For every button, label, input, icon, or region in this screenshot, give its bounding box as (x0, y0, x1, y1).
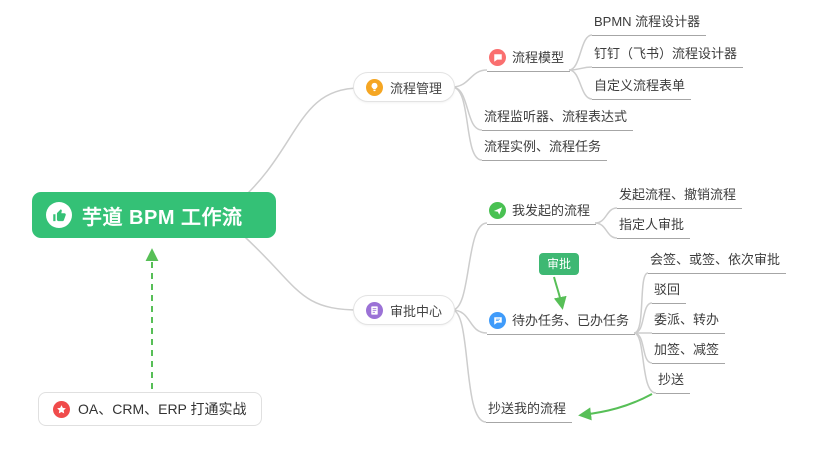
node-process-management[interactable]: 流程管理 (353, 72, 456, 102)
document-icon (366, 301, 383, 319)
arrow-cc-to-ccmy (578, 393, 653, 421)
thumbs-up-icon (46, 202, 72, 228)
approval-badge-label: 审批 (547, 257, 572, 271)
node-delegate-transfer[interactable]: 委派、转办 (652, 312, 726, 334)
node-label: 流程实例、流程任务 (484, 139, 602, 154)
node-instance-task[interactable]: 流程实例、流程任务 (482, 139, 608, 161)
node-label: 流程管理 (390, 80, 443, 96)
link-mi-initiate-cancel (594, 207, 618, 224)
node-my-initiated-process[interactable]: 我发起的流程 (487, 202, 597, 225)
node-root[interactable]: 芋道 BPM 工作流 (32, 192, 276, 238)
node-root-label: 芋道 BPM 工作流 (82, 206, 243, 229)
node-label: 发起流程、撤销流程 (619, 187, 737, 202)
paper-plane-icon (489, 202, 506, 219)
node-approval-center[interactable]: 审批中心 (353, 295, 456, 325)
link-todo-reject (633, 302, 653, 334)
link-model-bpmn (568, 34, 593, 71)
node-reject[interactable]: 驳回 (652, 282, 687, 304)
link-mi-assignee (594, 222, 618, 239)
node-custom-process-form[interactable]: 自定义流程表单 (592, 78, 692, 100)
link-model-custom (568, 69, 593, 100)
node-bpmn-designer[interactable]: BPMN 流程设计器 (592, 14, 707, 36)
node-initiate-cancel[interactable]: 发起流程、撤销流程 (617, 187, 743, 209)
node-label: 委派、转办 (654, 312, 720, 327)
node-listener-expression[interactable]: 流程监听器、流程表达式 (482, 109, 634, 131)
link-ac-todo (451, 309, 488, 334)
node-label: 自定义流程表单 (594, 78, 686, 93)
node-label: 抄送 (658, 372, 685, 387)
node-assigned-approver[interactable]: 指定人审批 (617, 217, 691, 239)
node-label: 流程监听器、流程表达式 (484, 109, 628, 124)
node-label: 待办任务、已办任务 (512, 312, 630, 328)
node-cc-my-process[interactable]: 抄送我的流程 (486, 401, 573, 423)
node-label: 指定人审批 (619, 217, 685, 232)
node-add-reduce-sign[interactable]: 加签、减签 (652, 342, 726, 364)
node-label: 加签、减签 (654, 342, 720, 357)
link-root-process-management (234, 87, 361, 206)
link-todo-cc (633, 332, 657, 394)
link-pm-instance (451, 86, 483, 161)
node-countersign[interactable]: 会签、或签、依次审批 (648, 252, 787, 274)
node-label: 抄送我的流程 (488, 401, 567, 416)
node-label: 驳回 (654, 282, 681, 297)
node-label: 钉钉（飞书）流程设计器 (594, 46, 738, 61)
link-todo-countersign (633, 272, 649, 334)
link-pm-process-model (451, 69, 488, 88)
star-icon (53, 400, 70, 418)
link-ac-my-initiated (451, 222, 488, 311)
approval-badge[interactable]: 审批 (539, 253, 580, 275)
node-label: BPMN 流程设计器 (594, 14, 701, 29)
node-carbon-copy[interactable]: 抄送 (656, 372, 691, 394)
node-todo-done-tasks[interactable]: 待办任务、已办任务 (487, 312, 636, 335)
chat-bubble-icon (489, 49, 506, 66)
node-dingtalk-feishu-designer[interactable]: 钉钉（飞书）流程设计器 (592, 46, 744, 68)
node-label: 流程模型 (512, 49, 565, 65)
chat-lines-icon (489, 312, 506, 329)
node-label: 我发起的流程 (512, 202, 591, 218)
node-label: OA、CRM、ERP 打通实战 (78, 401, 247, 417)
node-label: 会签、或签、依次审批 (650, 252, 781, 267)
link-ac-cc-my (451, 309, 487, 423)
node-oa-crm-erp[interactable]: OA、CRM、ERP 打通实战 (38, 392, 262, 426)
lightbulb-icon (366, 78, 383, 96)
link-root-approval-center (234, 227, 361, 311)
node-label: 审批中心 (390, 303, 443, 319)
node-process-model[interactable]: 流程模型 (487, 49, 571, 72)
arrow-badge-to-todo (553, 276, 567, 310)
